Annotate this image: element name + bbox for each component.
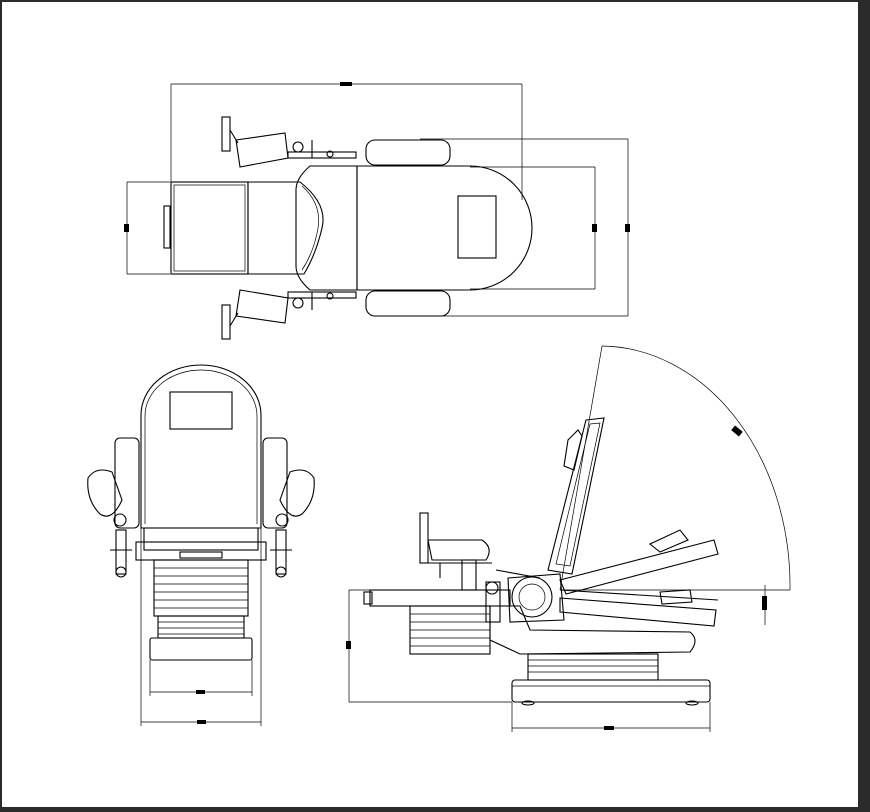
recline-arc [601, 345, 791, 591]
front-leg-holder-right [279, 469, 315, 517]
leg-holder-upper [221, 116, 357, 168]
top-view [124, 82, 630, 340]
back-section [356, 165, 533, 291]
seat-section [247, 181, 324, 275]
side-bellows [409, 605, 491, 655]
foot-handle [163, 205, 171, 249]
leg-holder-lower [221, 289, 357, 340]
armrest-top [365, 139, 451, 166]
front-leg-holder-left [87, 469, 123, 517]
head-pad [457, 195, 497, 259]
side-hinge [511, 576, 553, 618]
drawing-sheet [2, 2, 858, 807]
side-chassis [489, 605, 696, 655]
side-view [346, 345, 791, 732]
front-armrest-left [114, 437, 140, 529]
top-view-dimensions [124, 82, 630, 317]
dim-tick [124, 224, 129, 232]
front-base [149, 637, 253, 661]
side-backrest-flat [559, 597, 717, 627]
armrest-bottom [365, 290, 451, 317]
dim-tick [625, 224, 630, 232]
dim-tick [340, 82, 352, 86]
side-base [511, 679, 711, 703]
side-backrest-mid [559, 539, 719, 595]
front-view-dimensions [140, 528, 262, 726]
side-leg-holder [427, 539, 490, 561]
side-seat [369, 589, 511, 607]
side-backrest-raised [547, 417, 605, 575]
front-seat [143, 527, 259, 551]
dim-tick [762, 596, 767, 610]
foot-section [170, 181, 249, 275]
mid-section [295, 165, 358, 291]
dim-tick [731, 425, 743, 437]
front-armrest-right [262, 437, 288, 529]
front-head-pad [169, 391, 233, 430]
front-view [87, 364, 315, 726]
front-bellows [153, 559, 249, 617]
front-joints [110, 513, 292, 578]
front-backrest [140, 364, 262, 529]
dim-tick [592, 224, 597, 232]
side-view-dimensions [346, 589, 711, 732]
side-leg-holder-post [419, 512, 429, 564]
